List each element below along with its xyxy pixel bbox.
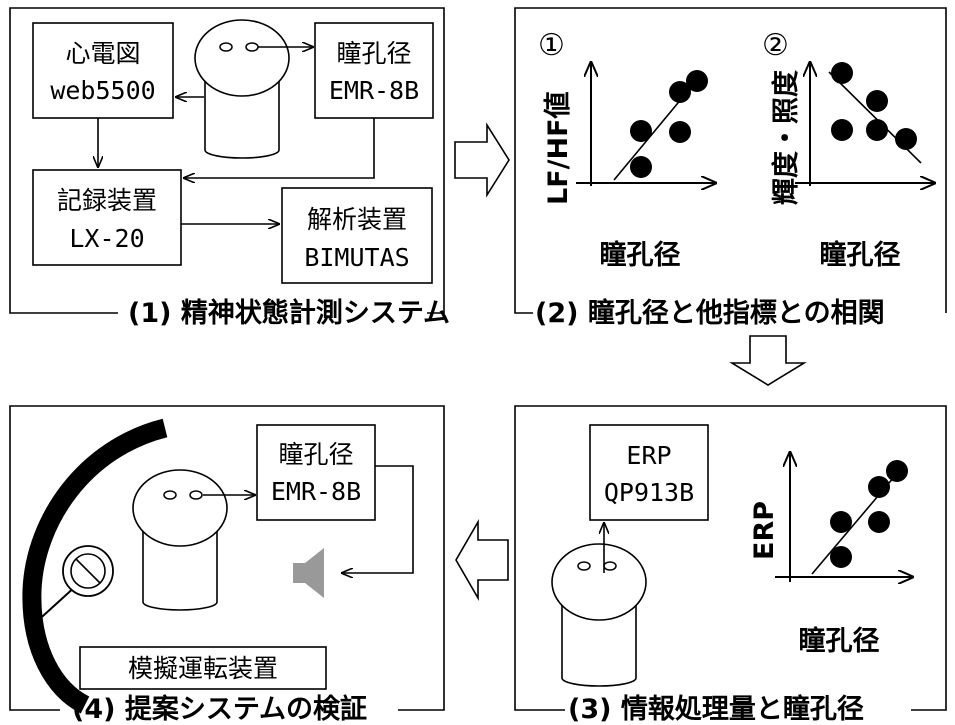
pupil-sensor-name: 瞳孔径 xyxy=(336,39,411,68)
panel-3: (3) 情報処理量と瞳孔径 ERP QP913B ERP 瞳孔径 xyxy=(514,405,947,725)
scatter-dot xyxy=(886,460,908,482)
analyzer-model: BIMUTAS xyxy=(304,243,409,272)
plot-3-x-label: 瞳孔径 xyxy=(799,625,880,657)
scatter-dot xyxy=(868,476,890,498)
plot-1-x-label: 瞳孔径 xyxy=(600,239,681,271)
scatter-dot xyxy=(630,120,652,142)
recorder-box xyxy=(32,169,182,266)
simulator-label-box xyxy=(79,646,327,690)
recorder-model: LX-20 xyxy=(69,224,144,253)
panel-3-frame xyxy=(514,405,947,711)
pupil-sensor-name: 瞳孔径 xyxy=(278,440,353,469)
flow-arrow-2-to-3 xyxy=(729,335,807,386)
simulator-label: 模擬運転装置 xyxy=(128,654,278,683)
recorder-name: 記録装置 xyxy=(57,186,157,215)
no-entry-icon xyxy=(62,545,114,597)
plot-2-points xyxy=(831,62,917,150)
panel-1-frame xyxy=(9,7,445,314)
ecg-name: 心電図 xyxy=(65,39,140,68)
scatter-dot xyxy=(866,90,888,112)
scatter-dot xyxy=(686,70,708,92)
scatter-dot xyxy=(831,119,853,141)
scatter-dot xyxy=(895,128,917,150)
scatter-dot xyxy=(868,511,890,533)
panel-4-frame xyxy=(9,405,445,711)
plot-2-marker: ② xyxy=(762,28,789,63)
erp-device-box xyxy=(589,424,709,521)
panel-1-title: (1) 精神状態計測システム xyxy=(128,297,450,329)
erp-device-name: ERP xyxy=(626,441,671,470)
scatter-dot xyxy=(831,62,853,84)
plot-3-y-label: ERP xyxy=(749,501,780,560)
analyzer-name: 解析装置 xyxy=(307,205,407,234)
panel-2: (2) 瞳孔径と他指標との相関 ① LF/HF値 瞳孔径 ② 輝度・照度 瞳孔径 xyxy=(514,7,947,329)
pupil-to-recorder-arrow xyxy=(184,118,375,178)
panel-4: (4) 提案システムの検証 瞳孔径 EMR-8B 模擬運転装置 xyxy=(9,405,445,725)
steering-wheel-rim xyxy=(22,418,168,714)
plot-2-y-label: 輝度・照度 xyxy=(770,70,802,205)
scatter-dot xyxy=(669,81,691,103)
scatter-dot xyxy=(630,156,652,178)
panel-1: (1) 精神状態計測システム 心電図 web5500 瞳孔径 EMR-8B 記録… xyxy=(9,7,450,329)
plot-1-points xyxy=(630,70,708,178)
analyzer-box xyxy=(281,187,433,284)
scatter-dot xyxy=(866,119,888,141)
ecg-box xyxy=(32,22,174,119)
plot-3-points xyxy=(830,460,908,568)
person-icon xyxy=(551,543,647,687)
person-icon xyxy=(132,469,228,611)
pupil-to-speaker-arrow xyxy=(342,465,414,573)
pupil-sensor-model: EMR-8B xyxy=(329,76,419,105)
pupil-sensor-model: EMR-8B xyxy=(271,477,361,506)
ecg-model: web5500 xyxy=(50,76,155,105)
erp-device-model: QP913B xyxy=(604,478,694,507)
plot-1-y-label: LF/HF値 xyxy=(543,91,574,205)
scatter-dot xyxy=(830,546,852,568)
panel-3-title: (3) 情報処理量と瞳孔径 xyxy=(568,693,864,725)
panel-2-frame xyxy=(514,7,947,314)
scatter-dot xyxy=(669,121,691,143)
person-icon xyxy=(194,19,290,159)
speaker-icon xyxy=(293,548,324,598)
pupil-sensor-box xyxy=(256,424,376,521)
panel-4-title: (4) 提案システムの検証 xyxy=(72,693,367,725)
plot-2-x-label: 瞳孔径 xyxy=(820,239,901,271)
pupil-sensor-box xyxy=(314,22,434,119)
panel-2-title: (2) 瞳孔径と他指標との相関 xyxy=(535,297,885,329)
flow-arrow-3-to-4 xyxy=(455,519,509,601)
plot-1-marker: ① xyxy=(538,28,565,63)
flow-arrow-1-to-2 xyxy=(454,122,510,198)
scatter-dot xyxy=(830,511,852,533)
